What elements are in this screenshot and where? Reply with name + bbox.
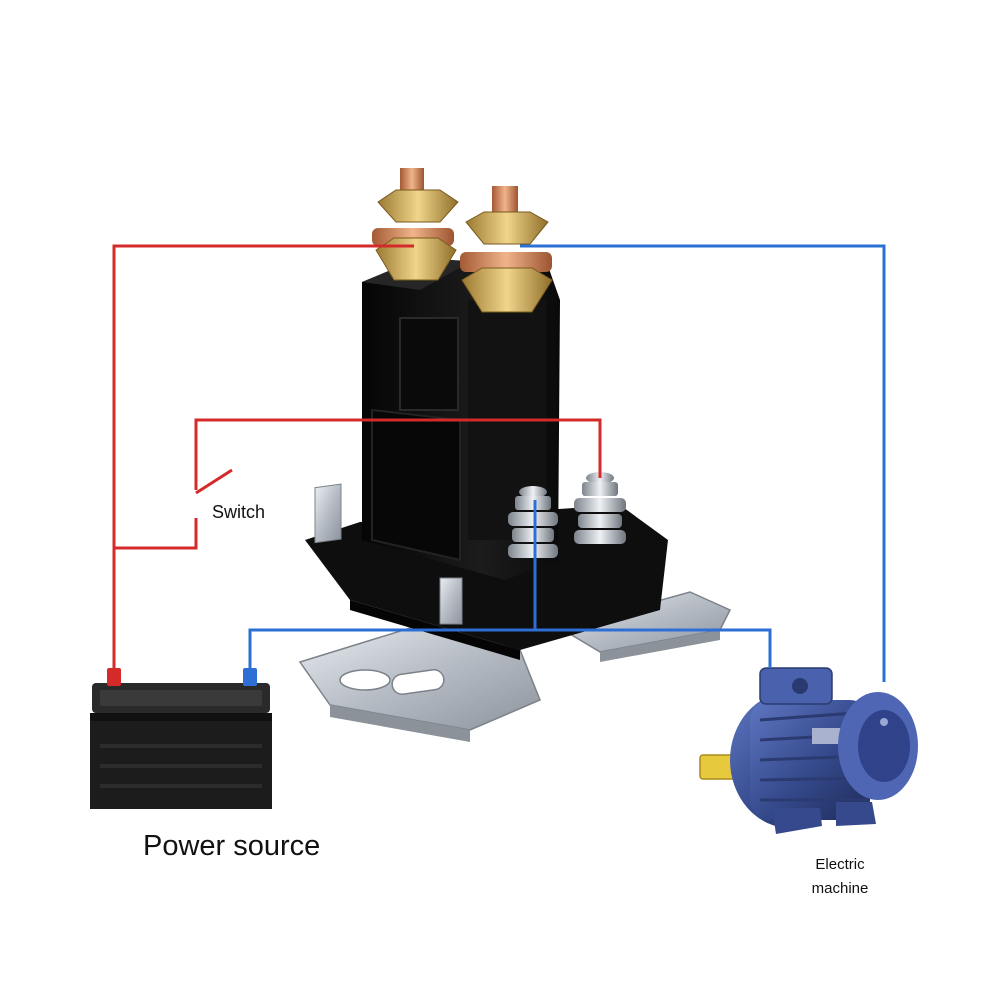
- motor-feed-wire: [520, 244, 886, 682]
- power-source-label: Power source: [143, 830, 321, 862]
- switch-label: Switch: [212, 502, 266, 522]
- electric-motor-icon: [699, 667, 918, 834]
- positive-wires: [112, 244, 602, 668]
- main-terminal-left: [372, 168, 459, 281]
- control-terminal-left: [508, 486, 558, 558]
- switch-feed-wire: [114, 518, 198, 550]
- main-terminal-right: [460, 186, 553, 313]
- electric-machine-label-line2: machine: [811, 880, 869, 897]
- negative-wires: [248, 244, 886, 682]
- steel-bracket: [298, 591, 732, 742]
- positive-main-wire: [112, 244, 414, 668]
- control-terminal-right: [574, 472, 626, 544]
- battery-icon: [90, 668, 272, 809]
- switch-to-control-wire: [194, 418, 602, 490]
- solenoid-relay-icon: [298, 168, 732, 742]
- electric-machine-label: Electric machine: [804, 853, 876, 901]
- battery-positive-terminal: [107, 668, 121, 686]
- battery-negative-terminal: [243, 668, 257, 686]
- electric-machine-label-line1: Electric: [815, 856, 865, 873]
- negative-ground-wire: [248, 628, 772, 668]
- switch-icon: [195, 468, 233, 495]
